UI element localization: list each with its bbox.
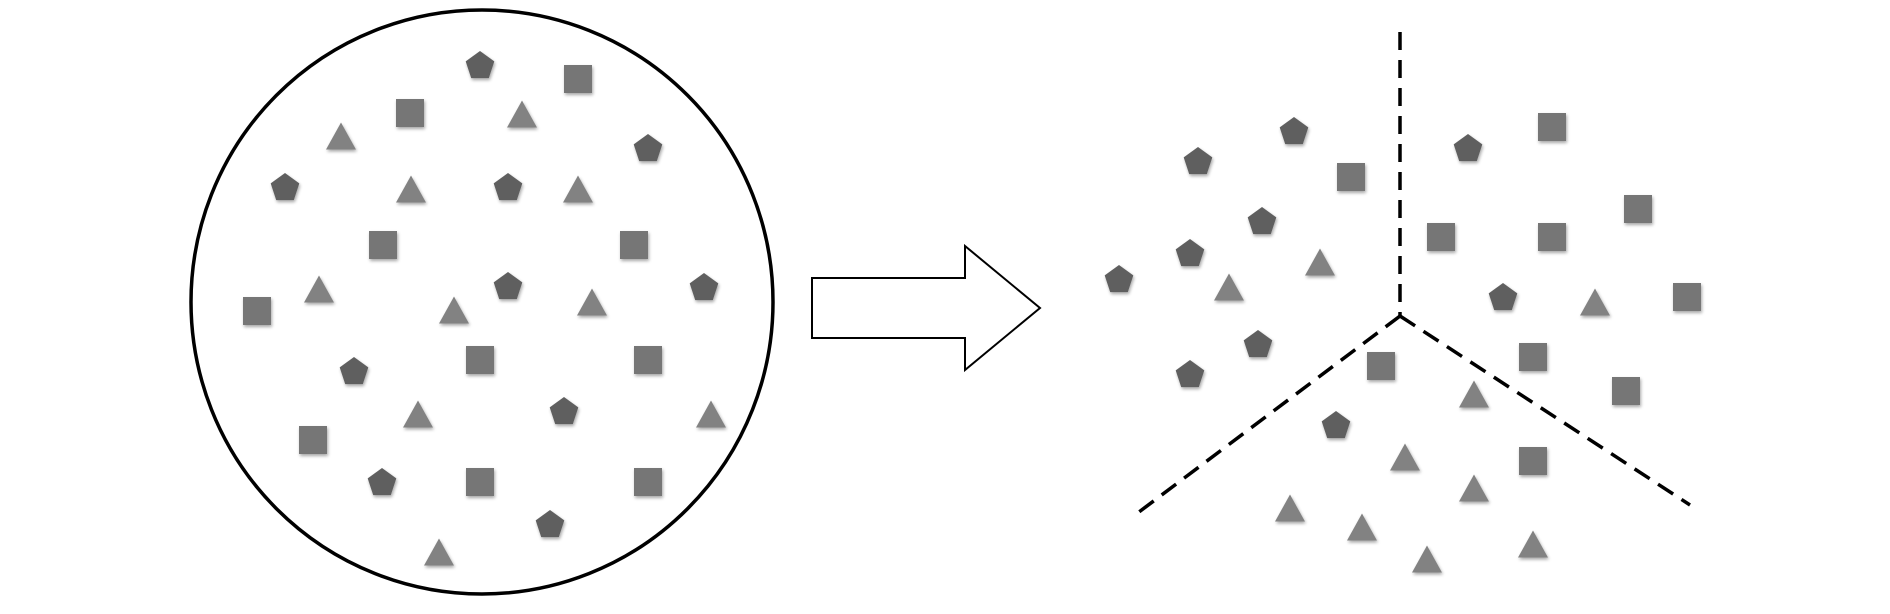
square-icon: [1427, 223, 1455, 251]
square-icon: [1519, 343, 1547, 371]
triangle-icon: [396, 175, 426, 203]
triangle-icon: [326, 122, 356, 150]
triangle-icon: [304, 275, 334, 303]
triangle-icon: [1214, 273, 1244, 301]
pentagon-icon: [367, 468, 397, 496]
pentagon-icon: [1321, 411, 1351, 439]
triangle-icon: [696, 400, 726, 428]
square-icon: [396, 99, 424, 127]
cluster-dividers: [1133, 32, 1691, 517]
pentagon-icon: [1488, 283, 1518, 311]
square-icon: [1337, 163, 1365, 191]
divider-lower-right: [1399, 314, 1691, 507]
triangle-icon: [1347, 513, 1377, 541]
pentagon-icon: [465, 51, 495, 79]
square-icon: [564, 65, 592, 93]
pentagon-icon: [1175, 239, 1205, 267]
triangle-icon: [507, 100, 537, 128]
triangle-icon: [1459, 474, 1489, 502]
pentagon-icon: [1243, 330, 1273, 358]
right-arrow-icon: [811, 243, 1042, 373]
triangle-icon: [1580, 288, 1610, 316]
pentagon-icon: [535, 510, 565, 538]
triangle-icon: [1305, 248, 1335, 276]
square-icon: [243, 297, 271, 325]
pentagon-icon: [1279, 117, 1309, 145]
pentagon-icon: [339, 357, 369, 385]
square-icon: [1519, 447, 1547, 475]
triangle-icon: [424, 538, 454, 566]
pentagon-icon: [1175, 360, 1205, 388]
pentagon-icon: [493, 173, 523, 201]
square-icon: [1624, 195, 1652, 223]
triangle-icon: [563, 175, 593, 203]
triangle-icon: [1275, 494, 1305, 522]
square-icon: [299, 426, 327, 454]
pentagon-icon: [1247, 207, 1277, 235]
square-icon: [634, 346, 662, 374]
pentagon-icon: [549, 397, 579, 425]
square-icon: [634, 468, 662, 496]
pentagon-icon: [633, 134, 663, 162]
triangle-icon: [1412, 545, 1442, 573]
square-icon: [466, 468, 494, 496]
square-icon: [1367, 352, 1395, 380]
clustered-shapes: [1104, 113, 1701, 573]
square-icon: [369, 231, 397, 259]
square-icon: [466, 346, 494, 374]
pentagon-icon: [270, 173, 300, 201]
triangle-icon: [577, 288, 607, 316]
square-icon: [1612, 377, 1640, 405]
triangle-icon: [1518, 530, 1548, 558]
square-icon: [1673, 283, 1701, 311]
square-icon: [1538, 113, 1566, 141]
triangle-icon: [1459, 380, 1489, 408]
triangle-icon: [439, 296, 469, 324]
pentagon-icon: [1104, 265, 1134, 293]
triangle-icon: [1390, 443, 1420, 471]
square-icon: [620, 231, 648, 259]
pentagon-icon: [1453, 134, 1483, 162]
pentagon-icon: [1183, 147, 1213, 175]
pentagon-icon: [493, 272, 523, 300]
triangle-icon: [403, 400, 433, 428]
unsorted-shapes: [243, 51, 726, 566]
population-circle: [189, 8, 775, 596]
pentagon-icon: [689, 273, 719, 301]
square-icon: [1538, 223, 1566, 251]
